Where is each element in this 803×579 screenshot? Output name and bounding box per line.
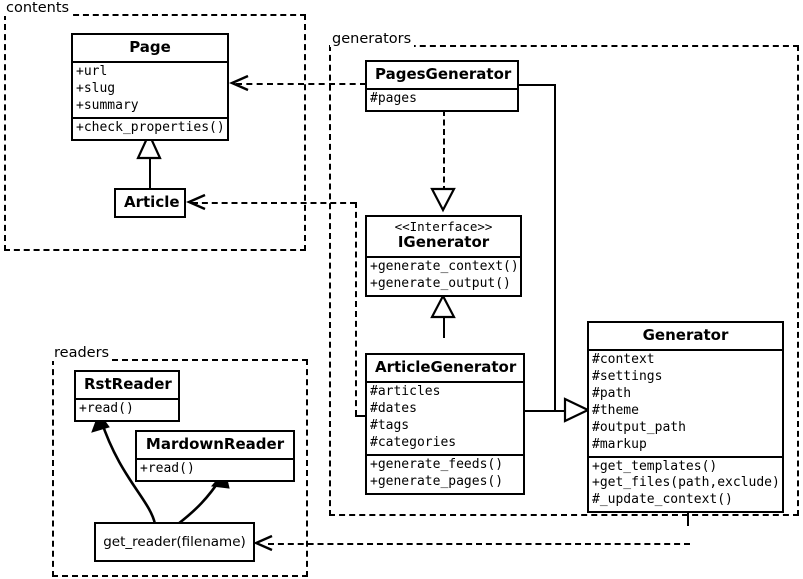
function-label-get-reader: get_reader(filename) xyxy=(103,534,246,550)
class-box-mardownreader[interactable]: MardownReader +read() xyxy=(135,430,295,483)
method-item: +generate_output() xyxy=(370,275,511,291)
dependency-generator-stub-vertical xyxy=(687,504,689,526)
class-box-rstreader[interactable]: RstReader +read() xyxy=(74,370,180,423)
class-methods-igenerator: +generate_context() +generate_output() xyxy=(367,256,520,295)
class-box-page[interactable]: Page +url +slug +summary +check_properti… xyxy=(71,33,229,141)
class-attributes-generator: #context #settings #path #theme #output_… xyxy=(589,349,782,455)
attribute-item: #tags xyxy=(370,418,410,434)
dependency-articlegenerator-to-article-stub xyxy=(355,415,367,417)
attribute-item: +url xyxy=(76,64,108,80)
class-box-articlegenerator[interactable]: ArticleGenerator #articles #dates #tags … xyxy=(365,353,525,495)
class-name-pagesgenerator: PagesGenerator xyxy=(375,65,512,83)
attribute-item: #settings xyxy=(592,369,663,385)
class-name-mardownreader: MardownReader xyxy=(145,435,285,453)
method-item: +get_templates() xyxy=(592,458,718,474)
dependency-pagesgenerator-to-page xyxy=(236,83,366,85)
package-frame-readers xyxy=(52,359,308,577)
generalization-article-to-page xyxy=(149,158,151,189)
class-name-articlegenerator: ArticleGenerator xyxy=(375,358,517,376)
class-box-article[interactable]: Article xyxy=(114,188,186,219)
class-name-page: Page xyxy=(129,38,171,56)
class-stereotype-igenerator: <<Interface>> xyxy=(394,219,493,234)
generalization-articlegenerator-to-generator xyxy=(525,410,575,412)
method-item: +read() xyxy=(140,461,195,477)
dependency-articlegenerator-to-article-vertical xyxy=(355,202,357,416)
method-item: +get_files(path,exclude) xyxy=(592,475,780,491)
attribute-item: +slug xyxy=(76,81,116,97)
class-methods-mardownreader: +read() xyxy=(137,458,293,480)
attribute-item: #path xyxy=(592,386,632,402)
class-attributes-pagesgenerator: #pages xyxy=(367,88,517,110)
attribute-item: #pages xyxy=(370,91,417,107)
dependency-articlegenerator-to-article-horizontal xyxy=(192,202,356,204)
class-name-igenerator: IGenerator xyxy=(397,232,490,251)
class-name-article: Article xyxy=(124,193,180,211)
class-attributes-page: +url +slug +summary xyxy=(73,61,227,117)
class-methods-page: +check_properties() xyxy=(73,116,227,139)
class-methods-articlegenerator: +generate_feeds() +generate_pages() xyxy=(367,453,523,493)
class-box-igenerator[interactable]: <<Interface>> IGenerator +generate_conte… xyxy=(365,215,522,297)
package-label-readers: readers xyxy=(52,345,113,361)
generalization-pagesgenerator-to-generator-vertical xyxy=(554,84,556,411)
attribute-item: +summary xyxy=(76,98,139,114)
realization-pagesgenerator-to-igenerator xyxy=(443,110,445,192)
attribute-item: #output_path xyxy=(592,419,686,435)
attribute-item: #categories xyxy=(370,434,457,450)
generalization-pagesgenerator-to-generator-top xyxy=(519,84,555,86)
package-label-contents: contents xyxy=(4,0,73,16)
class-name-generator: Generator xyxy=(642,326,729,344)
package-frame-contents xyxy=(4,14,306,251)
attribute-item: #markup xyxy=(592,436,647,452)
attribute-item: #context xyxy=(592,352,655,368)
method-item: +generate_context() xyxy=(370,259,519,274)
class-box-generator[interactable]: Generator #context #settings #path #them… xyxy=(587,321,784,514)
attribute-item: #dates xyxy=(370,401,417,417)
method-item: +generate_feeds() xyxy=(370,456,504,472)
package-label-generators: generators xyxy=(330,31,415,47)
method-item: +check_properties() xyxy=(76,119,225,135)
class-name-rstreader: RstReader xyxy=(84,375,172,393)
function-box-get-reader[interactable]: get_reader(filename) xyxy=(94,522,255,562)
method-item: +read() xyxy=(79,401,134,417)
class-methods-generator: +get_templates() +get_files(path,exclude… xyxy=(589,455,782,512)
attribute-item: #theme xyxy=(592,402,639,418)
class-box-pagesgenerator[interactable]: PagesGenerator #pages xyxy=(365,60,519,113)
method-item: #_update_context() xyxy=(592,492,733,508)
package-frame-generators xyxy=(329,45,799,516)
class-attributes-articlegenerator: #articles #dates #tags #categories xyxy=(367,381,523,454)
attribute-item: #articles xyxy=(370,384,441,400)
class-methods-rstreader: +read() xyxy=(76,398,178,420)
dependency-generator-to-getreader xyxy=(268,543,690,545)
method-item: +generate_pages() xyxy=(370,473,504,489)
realization-articlegenerator-to-igenerator xyxy=(443,310,445,338)
